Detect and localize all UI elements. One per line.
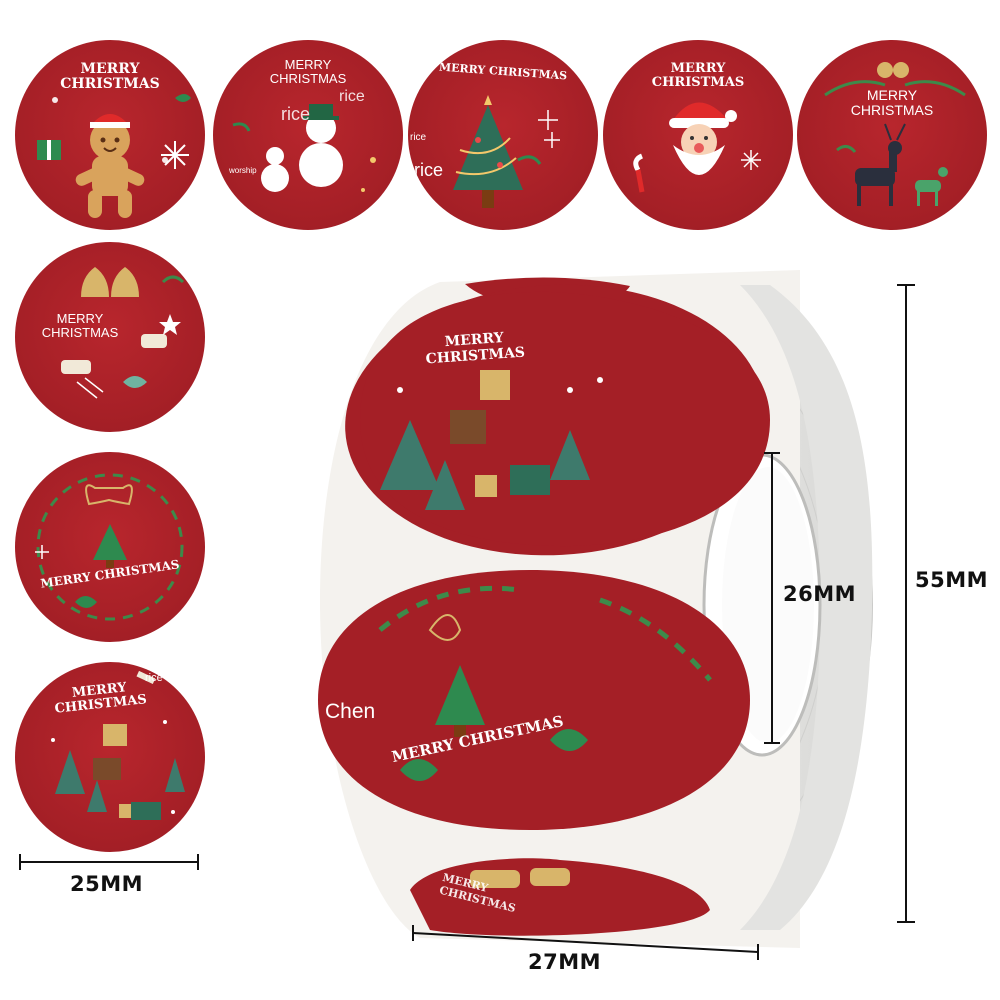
sticker-trees-gifts: MERRY CHRISTMAS rice [15,662,205,852]
inner-diameter-label: 26MM [783,582,857,606]
santa-claus-icon [633,102,761,193]
sticker-roll-illustration [318,270,873,948]
sticker-santa: MERRY CHRISTMAS [603,40,793,230]
sticker-gingerbread: MERRY CHRISTMAS [15,40,205,230]
wreath-icon [378,585,712,781]
sticker-caption: MERRY CHRISTMAS [850,87,934,118]
bells-icon [61,267,185,399]
wreath-with-tree-icon [35,473,184,621]
sticker-tree: MERRY CHRISTMAS rice rice [408,40,598,230]
sticker-caption: MERRY CHRISTMAS [41,311,119,340]
sticker-caption: MERRY CHRISTMAS [60,61,160,92]
sticker-roll: MERRY CHRISTMAS MERRY CHRISTMAS MERRY CH… [300,270,900,950]
watermark: rice [410,132,427,143]
watermark: rice [281,104,311,124]
outer-diameter-label: 55MM [915,568,989,592]
snowman-icon [232,104,376,192]
watermark: worship [229,166,257,175]
sticker-snowman: MERRY CHRISTMAS rice rice worship [213,40,403,230]
trees-and-gifts-icon [51,670,185,820]
watermark: rice [145,672,163,684]
sticker-caption: MERRY CHRISTMAS [651,61,745,90]
sticker-reindeer: MERRY CHRISTMAS [797,40,987,230]
christmas-tree-icon [453,95,560,208]
roll-width-label: 27MM [528,950,602,974]
watermark: rice [414,160,444,180]
sticker-wreath: MERRY CHRISTMAS [15,452,205,642]
watermark: rice [339,88,365,105]
watermark: Chen [325,700,376,723]
sticker-bells: MERRY CHRISTMAS [15,242,205,432]
gifts-and-trees-icon [380,370,603,510]
sticker-width-label: 25MM [70,872,144,896]
gingerbread-man-icon [37,94,191,218]
reindeer-icon [824,62,966,206]
sticker-caption: MERRY CHRISTMAS [269,57,347,86]
